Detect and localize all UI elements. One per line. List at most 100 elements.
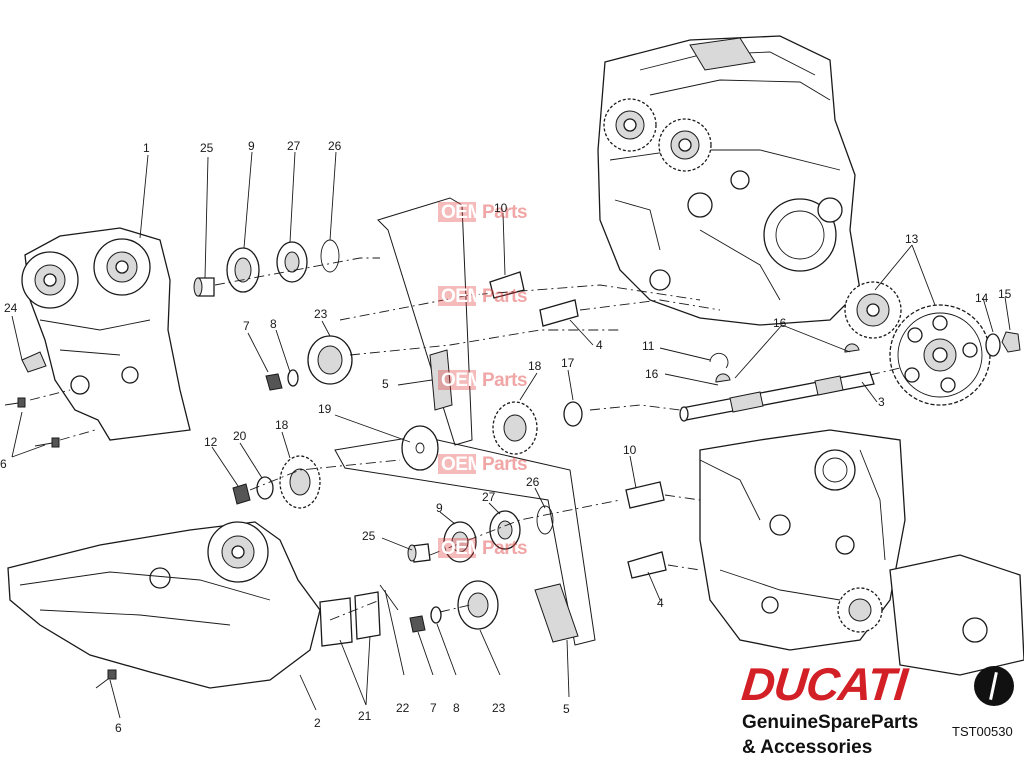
idler-pulley-23-upper (307, 335, 353, 385)
idler-pulley-23-lower (457, 580, 499, 630)
brand-block: DUCATI GenuineSpareParts & Accessories T… (739, 658, 1024, 768)
callout-21: 21 (358, 709, 372, 723)
watermark-5: OEM Parts (438, 538, 528, 559)
svg-text:OEM: OEM (441, 286, 483, 307)
svg-text:Parts: Parts (482, 286, 527, 307)
watermark-2: OEM Parts (438, 286, 528, 307)
screw-22 (379, 584, 399, 611)
circlip-11 (709, 352, 729, 369)
washer-20 (256, 476, 274, 500)
callout-23-lower: 23 (492, 701, 506, 715)
callout-5-upper: 5 (382, 377, 389, 391)
callout-9-lower: 9 (436, 501, 443, 515)
bearing-9-lower (443, 521, 477, 563)
callout-9-upper: 9 (248, 139, 255, 153)
svg-text:OEM: OEM (441, 538, 483, 559)
callout-1: 1 (143, 141, 150, 155)
callout-26-lower: 26 (526, 475, 540, 489)
camshaft-pulley-head-upper-left (603, 98, 657, 152)
cylinder-head-upper (597, 35, 861, 326)
bolt-25-lower (407, 543, 431, 563)
callout-19: 19 (318, 402, 332, 416)
brand-tagline-line2: & Accessories (742, 737, 873, 758)
stud-10-upper (489, 271, 525, 299)
callout-10-upper: 10 (494, 201, 508, 215)
callout-8-lower: 8 (453, 701, 460, 715)
callout-5-lower: 5 (563, 702, 570, 716)
bearing-9-upper (226, 247, 260, 293)
callout-2: 2 (314, 716, 321, 730)
washer-8-lower (430, 606, 442, 624)
callout-6-upper: 6 (0, 457, 7, 471)
spacer-17 (563, 401, 583, 427)
washer-19 (401, 425, 439, 471)
nut-12 (232, 483, 251, 505)
timing-belt-5-lower (334, 435, 596, 646)
washer-14 (985, 333, 1001, 357)
callout-27-lower: 27 (482, 490, 496, 504)
timing-pulley-18-left (279, 455, 321, 509)
callout-24: 24 (4, 301, 18, 315)
diagram-reference-code: TST00530 (952, 724, 1013, 739)
timing-belt-5-upper (377, 197, 473, 446)
bracket-21 (319, 591, 381, 647)
brand-logo: DUCATI (739, 658, 910, 710)
cylinder-head-lower (699, 429, 1024, 676)
callout-22: 22 (396, 701, 410, 715)
callout-14: 14 (975, 291, 989, 305)
callout-10-lower: 10 (623, 443, 637, 457)
svg-text:Parts: Parts (482, 454, 527, 475)
screw-6-lower (95, 669, 117, 689)
watermark-1: OEM Parts (438, 202, 528, 223)
callout-16-upper: 16 (773, 316, 787, 330)
callout-7-upper: 7 (243, 319, 250, 333)
svg-text:Parts: Parts (482, 538, 527, 559)
callout-18-center: 18 (528, 359, 542, 373)
camshaft-pulley-head-lower (837, 587, 883, 633)
callout-3: 3 (878, 395, 885, 409)
woodruff-key-16-upper (715, 373, 731, 383)
screw-6-upper-b (34, 437, 60, 448)
callout-16-lower: 16 (645, 367, 659, 381)
woodruff-key-16-lower (844, 343, 860, 353)
callout-7-lower: 7 (430, 701, 437, 715)
callout-6-lower: 6 (115, 721, 122, 735)
brand-tagline-line1: GenuineSpareParts (742, 712, 919, 733)
callout-4-lower: 4 (657, 596, 664, 610)
callout-18-left: 18 (275, 418, 289, 432)
callout-20: 20 (233, 429, 247, 443)
callout-26-upper: 26 (328, 139, 342, 153)
svg-text:OEM: OEM (441, 370, 483, 391)
nut-7-upper (265, 373, 283, 391)
callout-17: 17 (561, 356, 575, 370)
circlip-26-lower (536, 505, 554, 535)
timing-gear-small-13 (844, 281, 902, 339)
callout-8-upper: 8 (270, 317, 277, 331)
circlip-26-upper (320, 239, 340, 273)
stud-4-lower (627, 551, 667, 579)
callout-27-upper: 27 (287, 139, 301, 153)
callout-12: 12 (204, 435, 218, 449)
leader-lines (11, 151, 1011, 719)
callout-11: 11 (642, 339, 655, 353)
callout-15: 15 (998, 287, 1012, 301)
bolt-25-upper (193, 277, 215, 297)
callout-23-upper: 23 (314, 307, 328, 321)
timing-gear-large-13 (889, 304, 991, 406)
camshaft-pulley-head-upper-right (658, 118, 712, 172)
timing-cover-1 (21, 227, 191, 441)
assembly-lines (29, 257, 901, 621)
callout-4-upper: 4 (596, 338, 603, 352)
callout-25-lower: 25 (362, 529, 376, 543)
stud-10-lower (625, 481, 665, 509)
watermark-3: OEM Parts (438, 370, 528, 391)
nut-15 (1001, 331, 1021, 353)
callout-labels: 1 25 9 27 26 10 13 24 7 8 23 4 11 16 14 … (0, 139, 1012, 735)
bearing-27-upper (276, 241, 308, 283)
svg-text:Parts: Parts (482, 202, 527, 223)
washer-8-upper (287, 369, 299, 387)
clip-24 (21, 351, 47, 373)
brand-badge-icon (974, 666, 1014, 706)
callout-25-upper: 25 (200, 141, 214, 155)
